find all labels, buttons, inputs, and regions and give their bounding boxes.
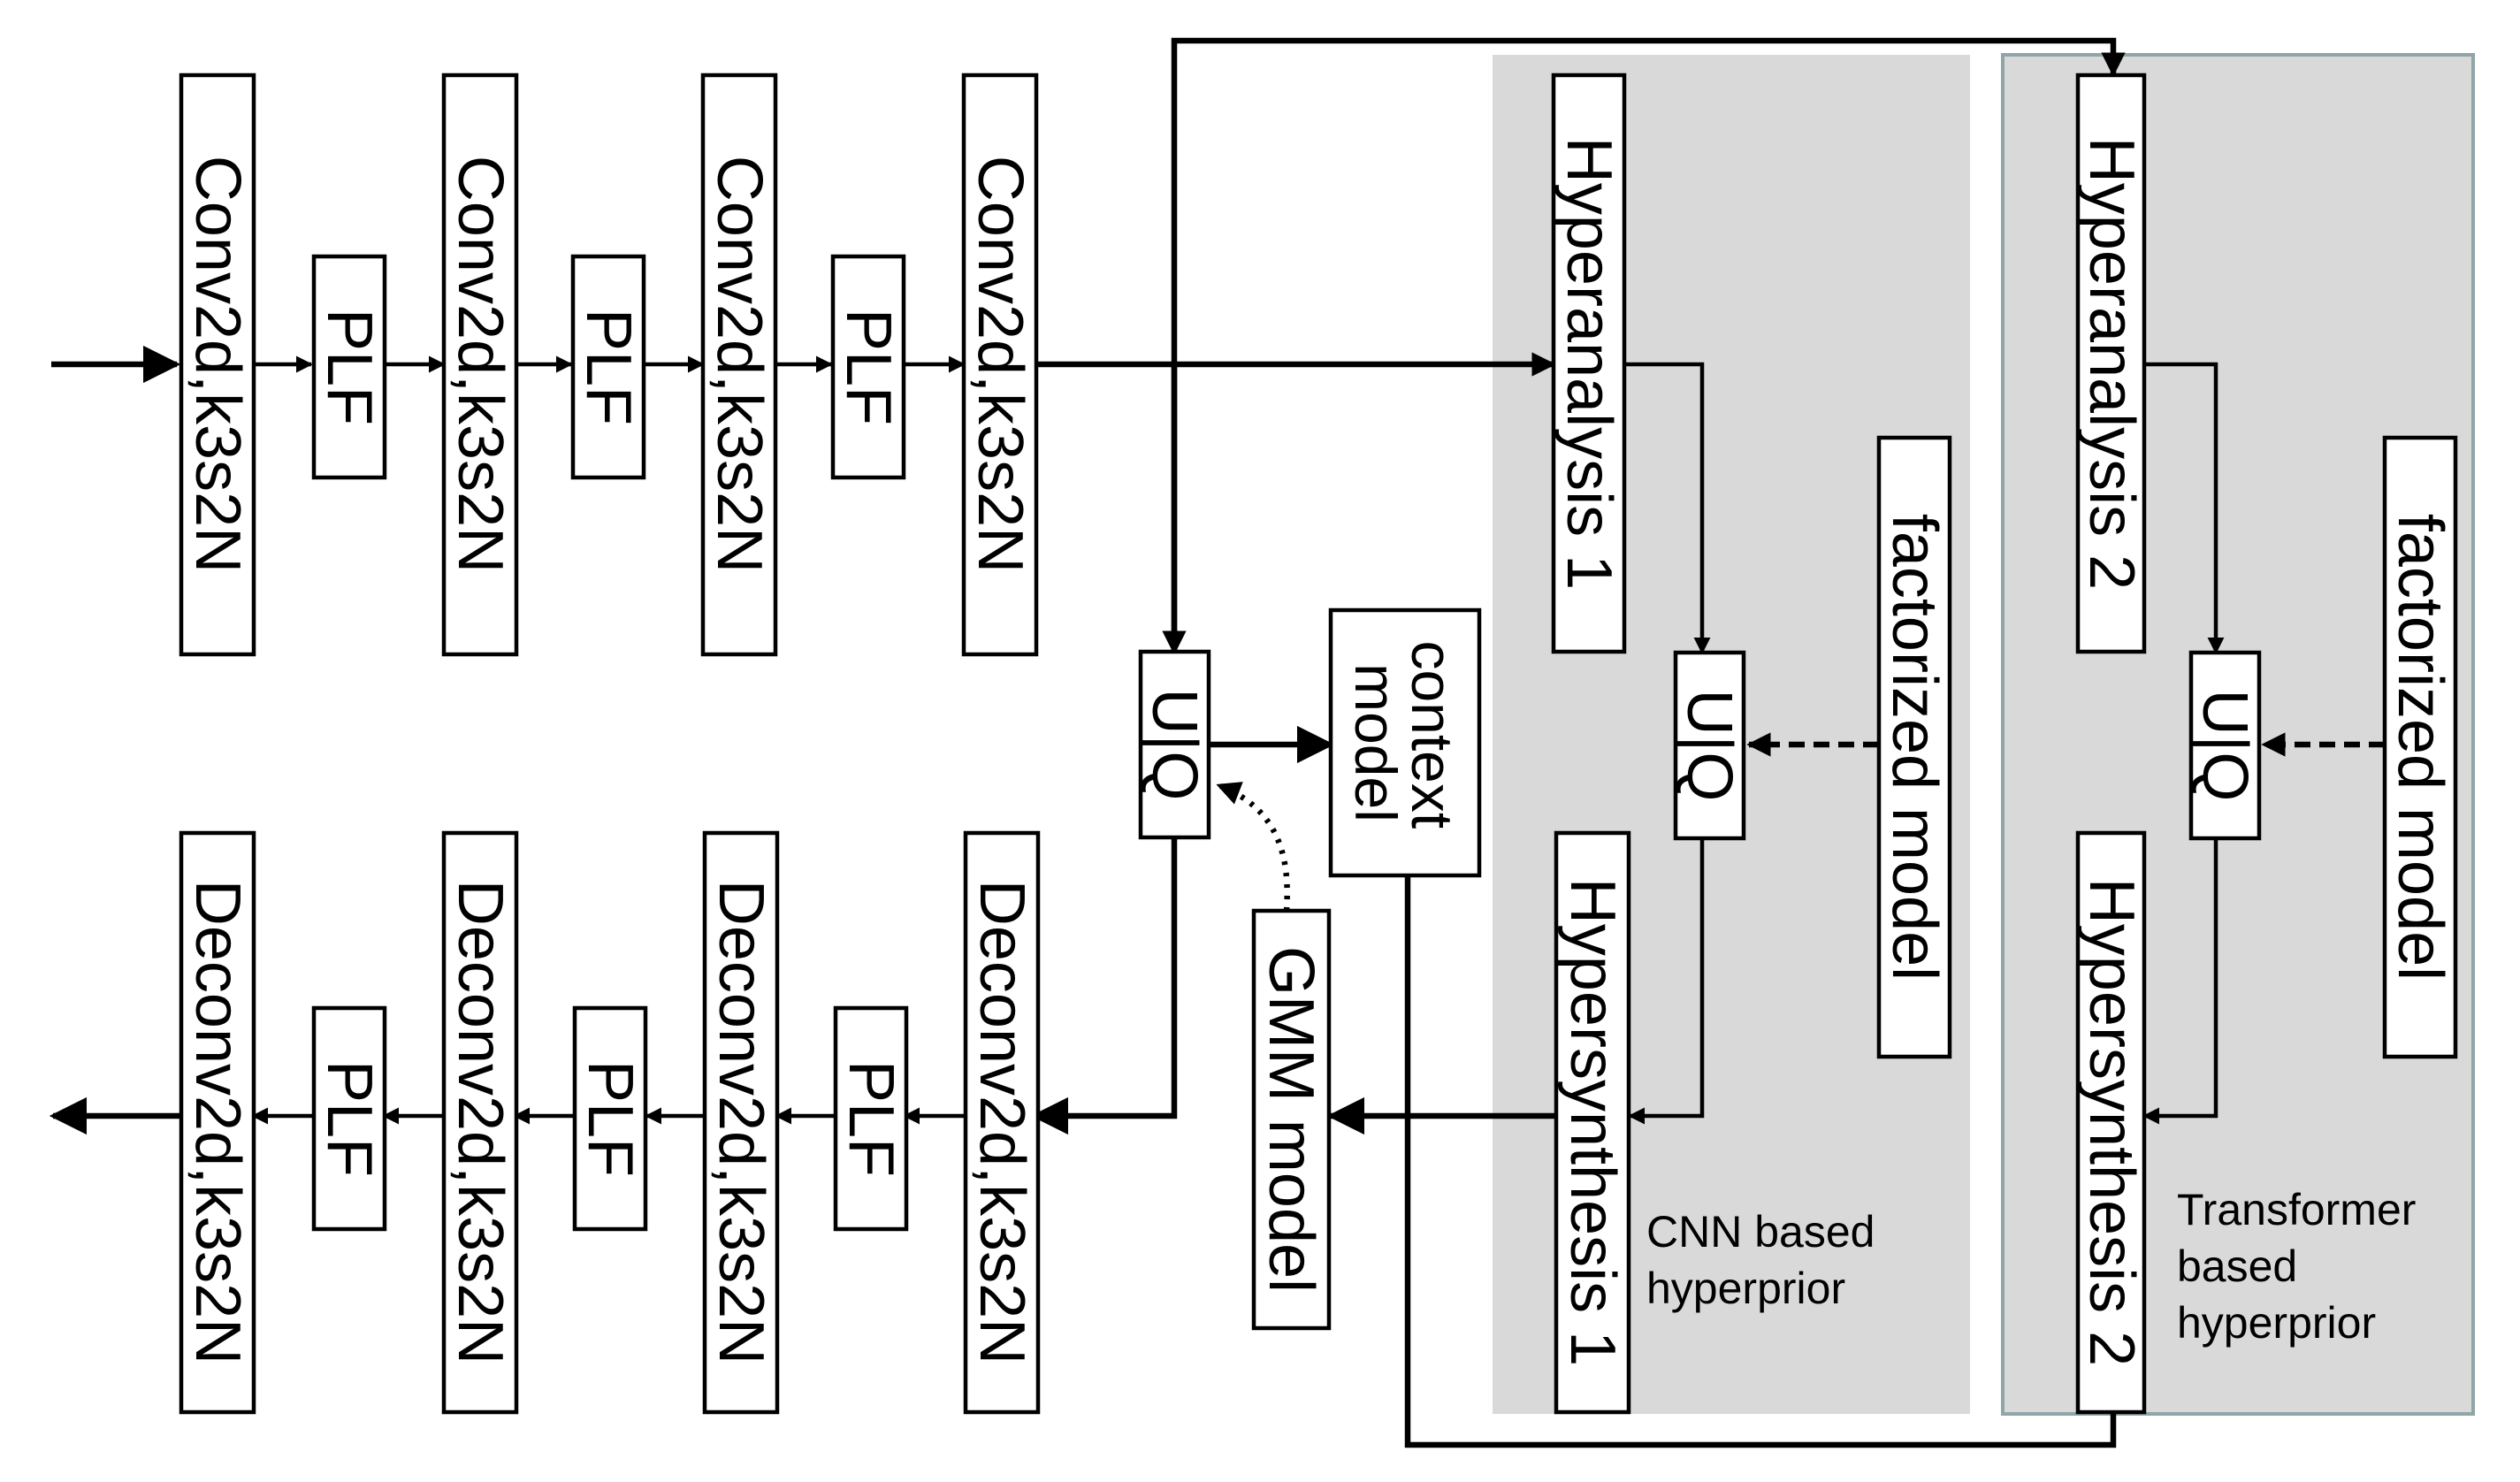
- cnn-quantizer-block: U|Q: [1673, 650, 1746, 841]
- encoder-conv-block-3: Conv2d,k3s2N: [700, 73, 778, 657]
- latent-to-hyperanalysis-2: [1171, 37, 2126, 653]
- encoder-conv-block-4: Conv2d,k3s2N: [961, 73, 1039, 657]
- decoder-deconv-block-2: Deconv2d,k3s2N: [441, 830, 519, 1415]
- encoder-conv-label-1: Conv2d,k3s2N: [182, 156, 253, 573]
- decoder-deconv-block-1: Deconv2d,k3s2N: [179, 830, 256, 1415]
- decoder-deconv-label-1: Deconv2d,k3s2N: [182, 880, 253, 1364]
- transformer-hyperprior-caption: Transformer based hyperprior: [2177, 1185, 2428, 1348]
- main-quantizer-block: U|Q: [1138, 649, 1211, 840]
- cnn-caption-line-2: hyperprior: [1646, 1264, 1845, 1313]
- decoder-plf-block-2: PLF: [572, 1005, 648, 1232]
- decoder-plf-label-3: PLF: [836, 1060, 906, 1177]
- gmm-model-label: GMM model: [1256, 946, 1326, 1293]
- hypersynthesis-2-block: Hypersynthesis 2: [2075, 830, 2147, 1415]
- hyperanalysis-2-block: Hyperanalysis 2: [2075, 73, 2147, 654]
- decoder-deconv-label-3: Deconv2d,k3s2N: [706, 880, 776, 1364]
- quantizer-to-hypersynthesis-2: [2142, 837, 2218, 1125]
- decoder-plf-block-1: PLF: [311, 1005, 387, 1232]
- encoder-conv-label-2: Conv2d,k3s2N: [445, 156, 515, 573]
- transformer-quantizer-block: U|Q: [2188, 650, 2262, 841]
- encoder-plf-label-2: PLF: [573, 309, 644, 425]
- transformer-quantizer-label: U|Q: [2189, 690, 2260, 802]
- hyperanalysis-1-to-quantizer: [1625, 362, 1711, 654]
- encoder-plf-block-2: PLF: [570, 254, 646, 480]
- decoder-deconv-block-4: Deconv2d,k3s2N: [963, 830, 1041, 1415]
- hyperanalysis-1-block: Hyperanalysis 1: [1551, 73, 1627, 654]
- gmm-to-quantizer-dotted: [1216, 782, 1290, 912]
- hyperanalysis-2-label: Hyperanalysis 2: [2076, 137, 2147, 590]
- decoder-plf-block-3: PLF: [833, 1005, 909, 1232]
- encoder-conv-label-4: Conv2d,k3s2N: [965, 156, 1035, 573]
- hyperanalysis-2-to-quantizer: [2143, 362, 2225, 654]
- factorized-model-2-block: factorized model: [2382, 435, 2458, 1059]
- encoder-plf-block-1: PLF: [311, 254, 387, 480]
- gmm-model-block: GMM model: [1251, 908, 1332, 1331]
- hypersynthesis-1-block: Hypersynthesis 1: [1554, 830, 1631, 1415]
- decoder-deconv-block-3: Deconv2d,k3s2N: [702, 830, 780, 1415]
- encoder-plf-label-1: PLF: [314, 309, 385, 425]
- cnn-hyperprior-caption: CNN based hyperprior: [1646, 1207, 1887, 1313]
- context-model-line-2: model: [1343, 663, 1409, 822]
- factorized-model-2-label: factorized model: [2385, 514, 2455, 981]
- context-model-text: context model: [1343, 640, 1465, 844]
- decoder-deconv-label-4: Deconv2d,k3s2N: [966, 880, 1037, 1364]
- transformer-caption-line-2: based: [2177, 1241, 2297, 1291]
- decoder-plf-label-2: PLF: [575, 1060, 645, 1177]
- quantizer-to-decoder: [1030, 837, 1178, 1135]
- transformer-caption-line-3: hyperprior: [2177, 1298, 2376, 1348]
- hypersynthesis-2-label: Hypersynthesis 2: [2076, 878, 2147, 1366]
- hypersynthesis-1-label: Hypersynthesis 1: [1557, 878, 1628, 1366]
- quantizer-to-hypersynthesis-1: [1628, 837, 1705, 1125]
- encoder-conv-block-2: Conv2d,k3s2N: [441, 73, 519, 657]
- cnn-caption-line-1: CNN based: [1646, 1207, 1875, 1257]
- factorized-model-1-label: factorized model: [1879, 514, 1950, 981]
- encoder-plf-block-3: PLF: [830, 254, 906, 480]
- cnn-quantizer-label: U|Q: [1674, 690, 1745, 802]
- transformer-caption-line-1: Transformer: [2177, 1185, 2416, 1234]
- encoder-conv-label-3: Conv2d,k3s2N: [704, 156, 775, 573]
- main-quantizer-label: U|Q: [1139, 689, 1210, 801]
- hypersynthesis-2-loop: [1404, 875, 2117, 1448]
- decoder-plf-label-1: PLF: [314, 1060, 385, 1177]
- context-model-line-1: context: [1400, 640, 1465, 829]
- decoder-deconv-label-2: Deconv2d,k3s2N: [445, 880, 515, 1364]
- encoder-conv-block-1: Conv2d,k3s2N: [179, 73, 256, 657]
- factorized-model-1-block: factorized model: [1876, 435, 1952, 1059]
- hyperanalysis-1-label: Hyperanalysis 1: [1554, 137, 1624, 590]
- encoder-plf-label-3: PLF: [833, 309, 904, 425]
- context-model-block: context model: [1328, 607, 1482, 878]
